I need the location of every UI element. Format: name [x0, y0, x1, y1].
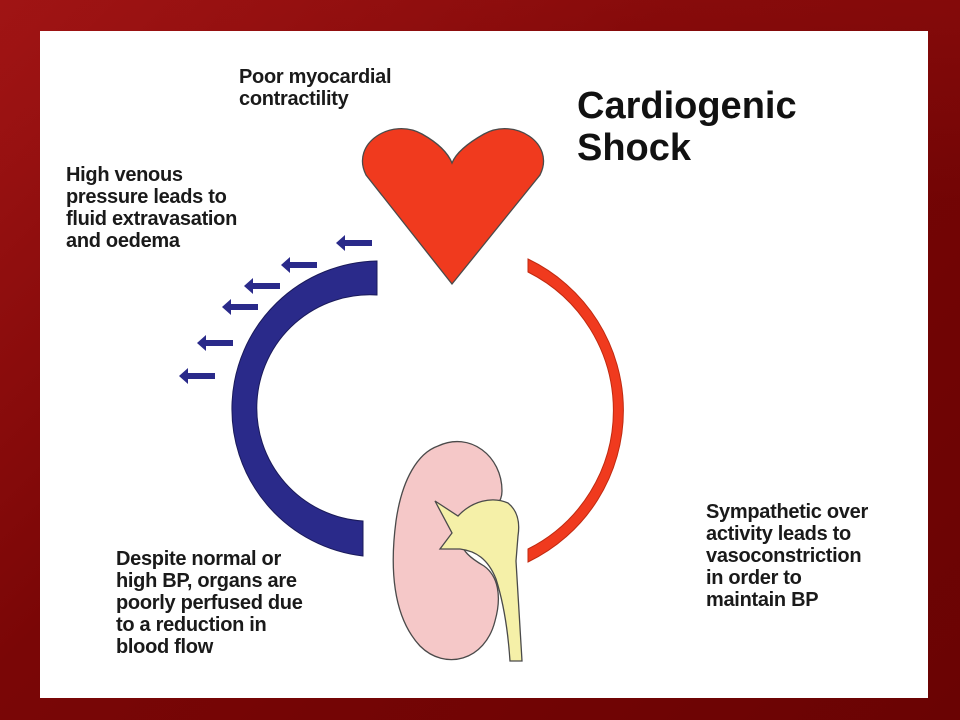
venous-arc	[231, 260, 378, 557]
heart-label: Poor myocardial contractility	[239, 66, 392, 110]
heart-icon	[361, 128, 545, 286]
extravasation-arrow-icon	[281, 257, 317, 273]
diagram-title: Cardiogenic Shock	[577, 85, 797, 169]
ureter-icon	[434, 499, 523, 662]
kidney-icon	[392, 440, 503, 661]
perfusion-label: Despite normal or high BP, organs are po…	[116, 548, 303, 658]
sympathetic-label: Sympathetic over activity leads to vasoc…	[706, 501, 868, 611]
extravasation-arrow-icon	[179, 368, 215, 384]
extravasation-arrow-icon	[222, 299, 258, 315]
circulation-diagram	[179, 128, 624, 662]
extravasation-arrow-icon	[197, 335, 233, 351]
slide-canvas: Cardiogenic Shock Poor myocardial contra…	[40, 31, 928, 698]
extravasation-arrow-icon	[336, 235, 372, 251]
extravasation-arrow-icon	[244, 278, 280, 294]
extravasation-arrows	[179, 235, 372, 384]
arterial-arc	[527, 258, 624, 563]
venous-label: High venous pressure leads to fluid extr…	[66, 164, 238, 252]
